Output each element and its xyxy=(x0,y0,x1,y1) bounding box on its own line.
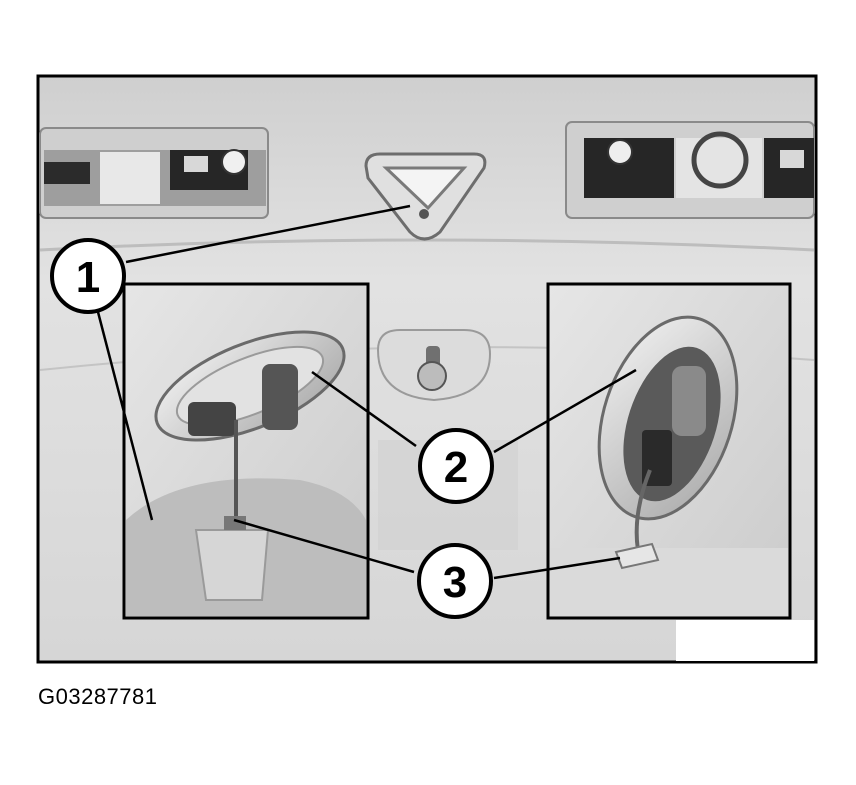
svg-text:3: 3 xyxy=(443,558,467,607)
center-fastener xyxy=(376,329,492,402)
leader-1-to-trim xyxy=(96,311,154,521)
leader-3-to-left-wire xyxy=(233,518,415,574)
leader-1-to-handle xyxy=(125,204,411,264)
leader-2-to-right-clip xyxy=(493,368,637,454)
svg-text:2: 2 xyxy=(444,443,468,492)
grab-handle xyxy=(364,152,487,241)
left-detail-inset xyxy=(122,282,370,620)
svg-text:1: 1 xyxy=(76,253,100,302)
leader-3-to-right-wire xyxy=(493,556,621,580)
left-overhead-module xyxy=(39,127,269,219)
leader-lines xyxy=(96,204,637,580)
callout-1: 1 xyxy=(50,238,126,314)
right-overhead-module xyxy=(565,121,815,219)
callout-3: 3 xyxy=(417,543,493,619)
right-detail-inset xyxy=(546,282,792,620)
figure-code: G03287781 xyxy=(38,684,158,709)
callout-2: 2 xyxy=(418,428,494,504)
leader-2-to-left-clip xyxy=(311,370,417,448)
